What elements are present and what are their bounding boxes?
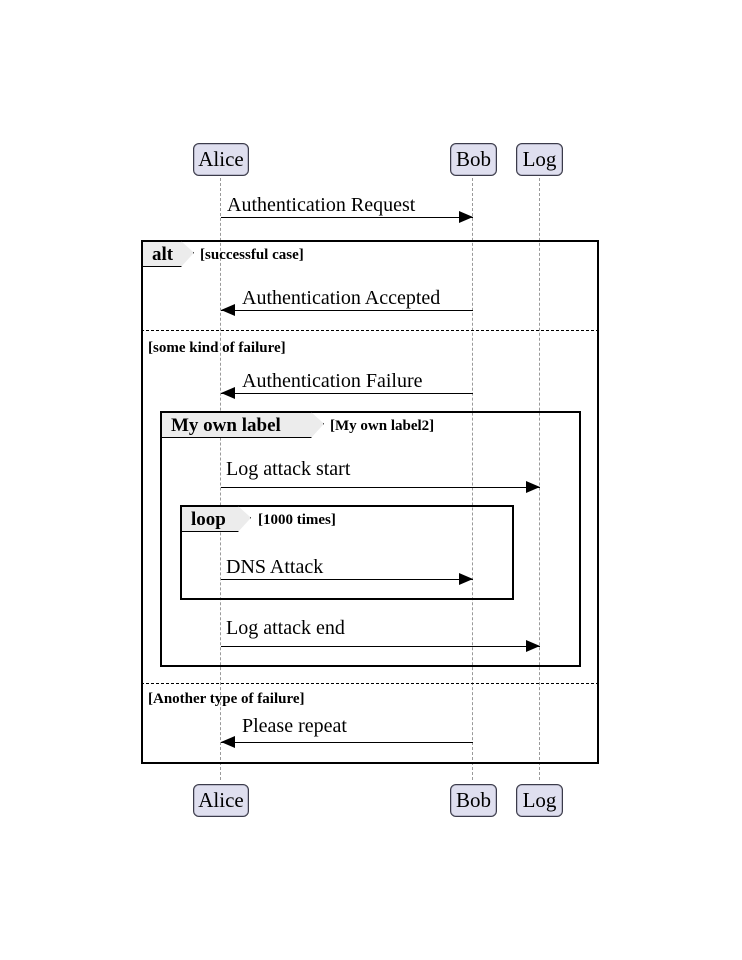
fragment-alt-divider-2-condition: [Another type of failure]	[148, 691, 305, 707]
message-label-dns-attack: DNS Attack	[226, 556, 324, 578]
participant-head-log[interactable]: Log	[516, 143, 563, 176]
message-line-authentication-accepted	[221, 310, 473, 311]
participant-foot-bob[interactable]: Bob	[450, 784, 497, 817]
message-label-please-repeat: Please repeat	[242, 715, 347, 737]
participant-head-bob-label: Bob	[455, 147, 491, 171]
participant-head-bob[interactable]: Bob	[450, 143, 497, 176]
lifeline-alice	[220, 178, 221, 780]
participant-foot-log[interactable]: Log	[516, 784, 563, 817]
fragment-alt	[141, 240, 599, 764]
fragment-loop	[180, 505, 514, 600]
message-arrowhead-log-attack-start	[526, 481, 540, 493]
fragment-alt-operator-label: alt	[152, 243, 174, 265]
message-arrowhead-please-repeat	[221, 736, 235, 748]
participant-head-log-label: Log	[522, 147, 557, 171]
fragment-my-own-label-operator-label: My own label	[171, 414, 281, 436]
fragment-alt-divider-2	[141, 683, 599, 684]
fragment-alt-divider-1-condition: [some kind of failure]	[148, 340, 286, 356]
message-arrowhead-log-attack-end	[526, 640, 540, 652]
message-label-log-attack-end: Log attack end	[226, 617, 345, 639]
message-arrowhead-authentication-failure	[221, 387, 235, 399]
fragment-alt-divider-1	[141, 330, 599, 331]
lifeline-bob	[472, 178, 473, 780]
message-arrowhead-dns-attack	[459, 573, 473, 585]
message-label-log-attack-start: Log attack start	[226, 458, 351, 480]
fragment-my-own-label-operator-tab: My own label	[161, 412, 324, 438]
message-line-authentication-request	[221, 217, 473, 218]
fragment-alt-condition: [successful case]	[200, 247, 304, 263]
message-line-log-attack-end	[221, 646, 540, 647]
message-line-dns-attack	[221, 579, 473, 580]
fragment-loop-operator-label: loop	[191, 508, 226, 530]
participant-foot-log-label: Log	[522, 788, 557, 812]
lifeline-log	[539, 178, 540, 780]
message-arrowhead-authentication-request	[459, 211, 473, 223]
message-label-authentication-request: Authentication Request	[227, 194, 416, 216]
participant-foot-alice[interactable]: Alice	[193, 784, 249, 817]
message-label-authentication-failure: Authentication Failure	[242, 370, 423, 392]
message-arrowhead-authentication-accepted	[221, 304, 235, 316]
fragment-loop-condition: [1000 times]	[258, 512, 336, 528]
participant-head-alice-label: Alice	[198, 147, 244, 171]
message-label-authentication-accepted: Authentication Accepted	[242, 287, 441, 309]
fragment-my-own-label-condition: [My own label2]	[330, 418, 435, 434]
message-line-authentication-failure	[221, 393, 473, 394]
fragment-loop-operator-tab: loop	[181, 506, 251, 532]
message-line-please-repeat	[221, 742, 473, 743]
participant-foot-bob-label: Bob	[455, 788, 491, 812]
message-line-log-attack-start	[221, 487, 540, 488]
participant-head-alice[interactable]: Alice	[193, 143, 249, 176]
fragment-my-own-label	[160, 411, 581, 667]
participant-foot-alice-label: Alice	[198, 788, 244, 812]
